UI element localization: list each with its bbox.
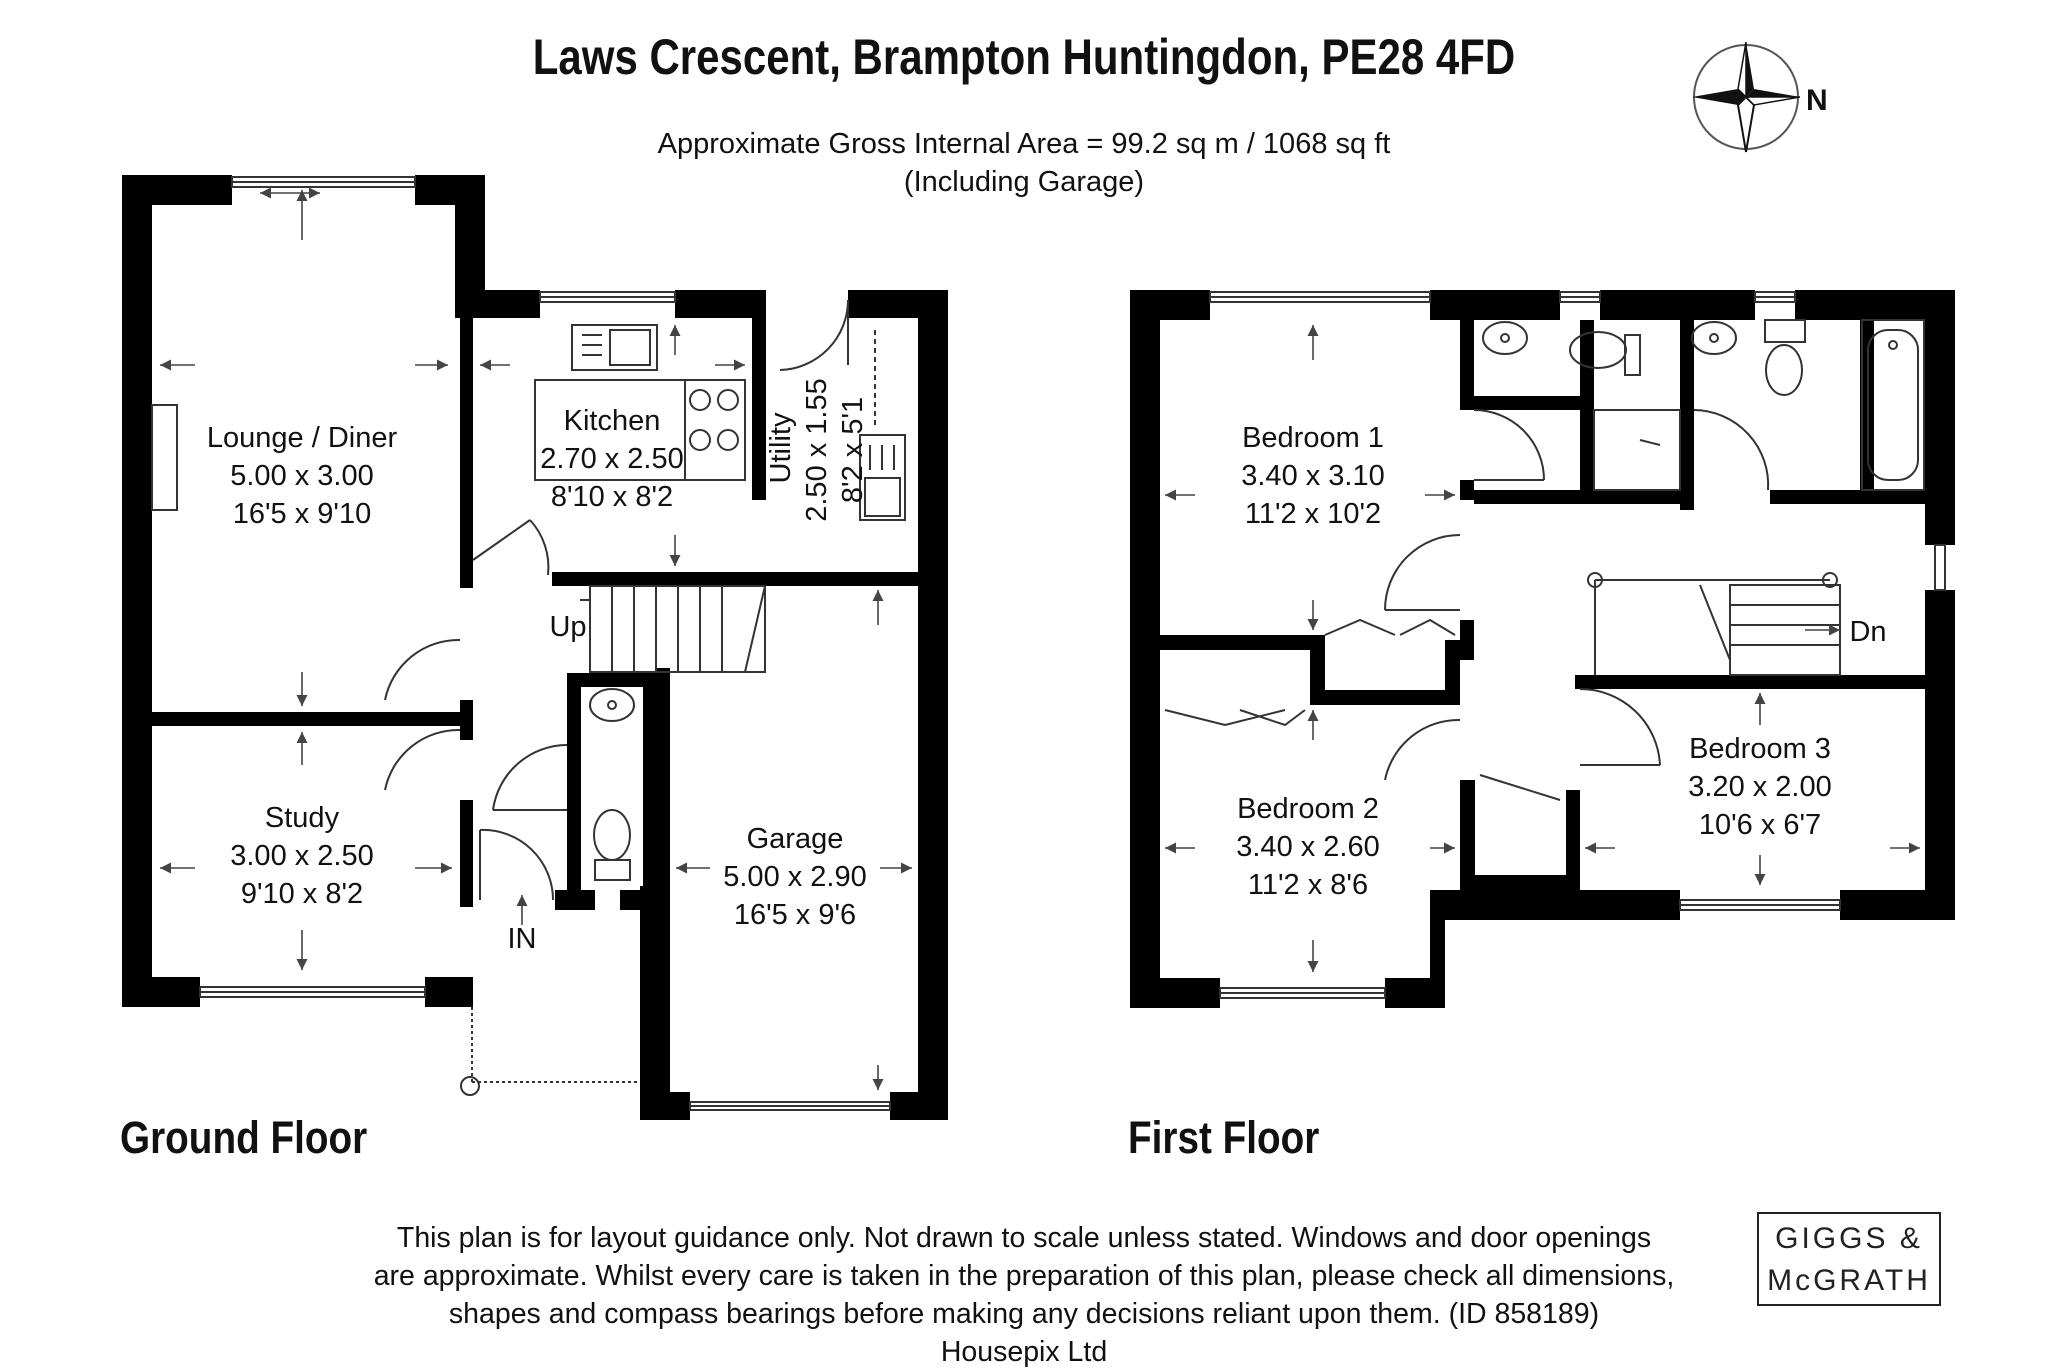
- room-metric: 5.00 x 3.00: [230, 460, 374, 492]
- room-imperial: 16'5 x 9'6: [734, 899, 856, 931]
- room-metric: 2.70 x 2.50: [540, 443, 684, 475]
- ground-floor-doors: [151, 299, 906, 1096]
- stairs-down-label: Dn: [1849, 616, 1886, 648]
- disclaimer-line-1: This plan is for layout guidance only. N…: [396, 1222, 1652, 1254]
- room-imperial: 11'2 x 10'2: [1245, 498, 1381, 530]
- room-imperial: 16'5 x 9'10: [233, 498, 371, 530]
- room-imperial: 10'6 x 6'7: [1699, 809, 1821, 841]
- room-name: Bedroom 2: [1237, 793, 1379, 825]
- room-name: Utility: [765, 412, 797, 483]
- compass-icon: [1692, 41, 1801, 153]
- room-name: Lounge / Diner: [207, 422, 398, 454]
- compass-n-label: N: [1806, 84, 1828, 117]
- first-floor-doors: [1164, 319, 1925, 801]
- room-name: Kitchen: [564, 405, 661, 437]
- ground-floor-windows: [199, 176, 891, 1111]
- room-name: Bedroom 3: [1689, 733, 1831, 765]
- ground-floor-labels: Lounge / Diner 5.00 x 3.00 16'5 x 9'10 K…: [207, 378, 869, 955]
- disclaimer-line-2: are approximate. Whilst every care is ta…: [373, 1260, 1675, 1292]
- room-metric: 3.40 x 2.60: [1236, 831, 1380, 863]
- credit-line: Housepix Ltd: [940, 1336, 1108, 1368]
- room-imperial: 8'10 x 8'2: [551, 481, 673, 513]
- first-floor-labels: Bedroom 1 3.40 x 3.10 11'2 x 10'2 Bedroo…: [1236, 422, 1886, 901]
- room-name: Garage: [747, 823, 844, 855]
- first-floor-windows: [1209, 291, 1946, 999]
- room-metric: 2.50 x 1.55: [801, 378, 833, 522]
- ground-floor-walls: [122, 175, 948, 1120]
- room-metric: 5.00 x 2.90: [723, 861, 867, 893]
- room-imperial: 9'10 x 8'2: [241, 878, 363, 910]
- gross-area: Approximate Gross Internal Area = 99.2 s…: [657, 128, 1391, 160]
- agency-logo: GIGGS & McGRATH: [1757, 1212, 1941, 1306]
- first-floor-walls: [1130, 290, 1955, 1008]
- logo-line-2: McGRATH: [1767, 1264, 1931, 1297]
- room-name: Bedroom 1: [1242, 422, 1384, 454]
- ground-floor-dimension-arrows: [160, 187, 912, 1090]
- gross-area-note: (Including Garage): [903, 166, 1145, 198]
- logo-line-1: GIGGS &: [1775, 1222, 1923, 1255]
- disclaimer-line-3: shapes and compass bearings before makin…: [448, 1298, 1600, 1330]
- entrance-label: IN: [508, 923, 537, 955]
- plan-title: Laws Crescent, Brampton Huntingdon, PE28…: [532, 29, 1516, 85]
- stairs-up-label: Up: [549, 611, 586, 643]
- first-floor-label: First Floor: [1128, 1112, 1320, 1163]
- room-metric: 3.40 x 3.10: [1241, 460, 1385, 492]
- ground-floor-label: Ground Floor: [120, 1112, 368, 1163]
- room-metric: 3.00 x 2.50: [230, 840, 374, 872]
- room-imperial: 8'2 x 5'1: [837, 397, 869, 503]
- room-name: Study: [265, 802, 340, 834]
- room-imperial: 11'2 x 8'6: [1248, 869, 1368, 901]
- first-floor-dimension-arrows: [1165, 325, 1920, 972]
- room-metric: 3.20 x 2.00: [1688, 771, 1832, 803]
